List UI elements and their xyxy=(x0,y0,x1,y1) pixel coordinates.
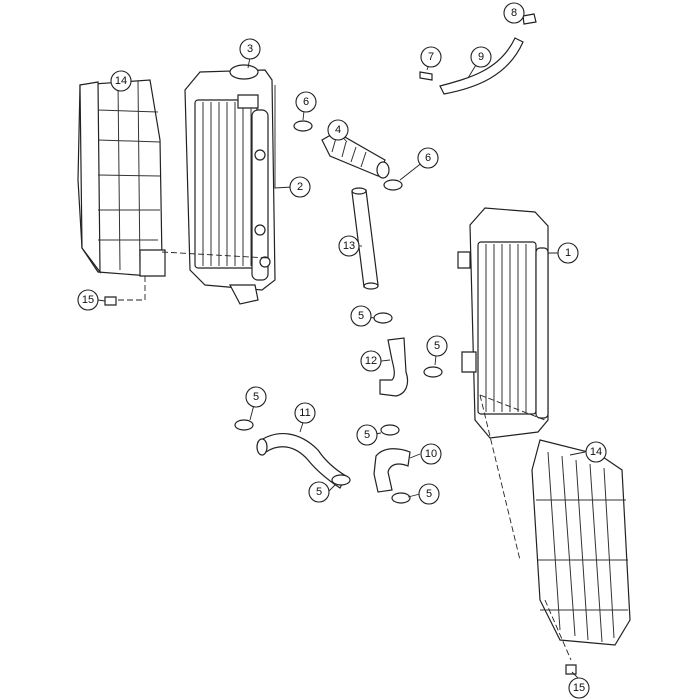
callout-5: 5 xyxy=(245,386,267,408)
left-radiator-guard xyxy=(77,79,166,277)
screws xyxy=(104,296,577,675)
elbow-hose-12 xyxy=(379,337,409,397)
svg-text:15: 15 xyxy=(82,294,94,306)
svg-text:14: 14 xyxy=(115,75,127,87)
callout-5: 5 xyxy=(426,335,448,357)
svg-text:8: 8 xyxy=(511,7,517,19)
callout-2: 2 xyxy=(289,176,311,198)
svg-text:5: 5 xyxy=(426,488,432,500)
callout-6: 6 xyxy=(295,91,317,113)
svg-text:2: 2 xyxy=(297,181,303,193)
svg-text:12: 12 xyxy=(365,355,377,367)
straight-hose xyxy=(351,187,379,290)
svg-text:7: 7 xyxy=(428,51,434,63)
callout-4: 4 xyxy=(327,119,349,141)
svg-text:11: 11 xyxy=(299,407,310,419)
callout-5: 5 xyxy=(418,483,440,505)
callout-5: 5 xyxy=(350,305,372,327)
elbow-hose-10 xyxy=(373,448,411,493)
callout-5: 5 xyxy=(308,481,330,503)
leader-lines xyxy=(97,15,586,679)
svg-text:10: 10 xyxy=(425,448,437,460)
callout-11: 11 xyxy=(294,402,316,424)
assembly-lines xyxy=(118,251,572,661)
callout-3: 3 xyxy=(239,38,261,60)
svg-text:4: 4 xyxy=(335,124,341,136)
svg-text:6: 6 xyxy=(303,96,309,108)
callout-15: 15 xyxy=(77,289,99,311)
right-radiator xyxy=(457,207,549,439)
callout-8: 8 xyxy=(503,2,525,24)
svg-text:6: 6 xyxy=(425,152,431,164)
callout-7: 7 xyxy=(420,46,442,68)
svg-text:5: 5 xyxy=(253,391,259,403)
svg-text:14: 14 xyxy=(590,446,602,458)
callout-13: 13 xyxy=(338,235,360,257)
svg-text:9: 9 xyxy=(478,51,484,63)
callout-6: 6 xyxy=(417,147,439,169)
svg-text:5: 5 xyxy=(316,486,322,498)
callout-14: 14 xyxy=(585,441,607,463)
small-tube xyxy=(419,13,537,95)
callout-12: 12 xyxy=(360,350,382,372)
callout-10: 10 xyxy=(420,443,442,465)
callout-5: 5 xyxy=(356,424,378,446)
right-radiator-guard xyxy=(531,439,631,646)
svg-text:1: 1 xyxy=(565,247,571,259)
callout-14: 14 xyxy=(110,70,132,92)
left-radiator xyxy=(184,64,276,305)
svg-text:5: 5 xyxy=(434,340,440,352)
callout-1: 1 xyxy=(557,242,579,264)
svg-text:15: 15 xyxy=(573,682,585,694)
callout-9: 9 xyxy=(470,46,492,68)
svg-text:3: 3 xyxy=(247,43,253,55)
svg-text:5: 5 xyxy=(364,429,370,441)
svg-text:5: 5 xyxy=(358,310,364,322)
bellows-hose xyxy=(321,131,390,179)
hose-clamps xyxy=(234,120,443,504)
callout-15: 15 xyxy=(568,677,590,699)
svg-text:13: 13 xyxy=(343,240,355,252)
